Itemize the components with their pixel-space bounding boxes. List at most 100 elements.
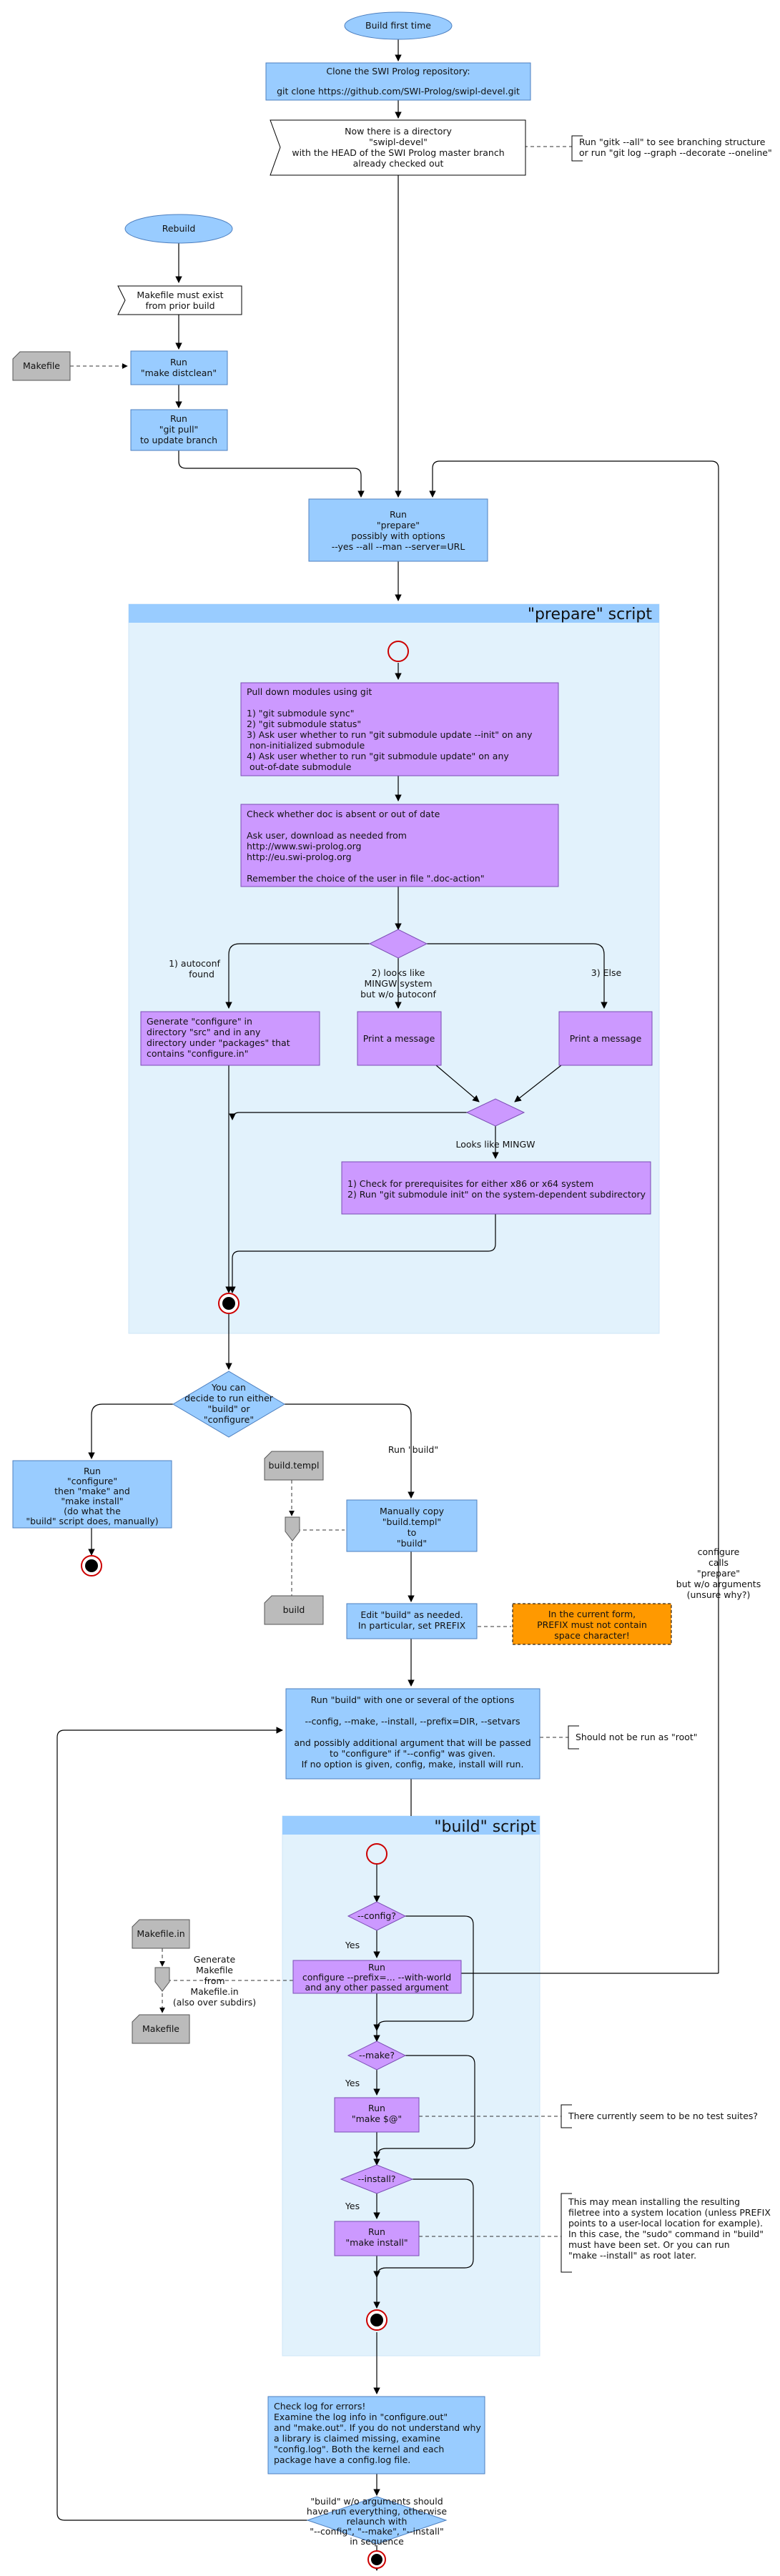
svg-text:Should not be run as "root": Should not be run as "root" — [576, 1732, 698, 1742]
generate-makefile-merge — [154, 1967, 170, 1992]
run-configure-manually-node[interactable]: Run"configure"then "make" and"make insta… — [12, 1460, 172, 1529]
svg-text:Edit "build" as needed.In part: Edit "build" as needed.In particular, se… — [358, 1609, 466, 1631]
svg-text:There currently seem to be no: There currently seem to be no test suite… — [568, 2111, 758, 2121]
test-suites-note: There currently seem to be no test suite… — [561, 2104, 758, 2128]
check-doc-node[interactable]: Check whether doc is absent or out of da… — [240, 804, 559, 887]
build-end-node — [366, 2309, 387, 2331]
dashed-connectors — [70, 146, 572, 2237]
makefile-output-document: Makefile — [132, 2014, 190, 2044]
svg-text:1) Check for prerequisites for: 1) Check for prerequisites for either x8… — [347, 1178, 646, 1200]
edit-build-node[interactable]: Edit "build" as needed.In particular, se… — [346, 1603, 478, 1639]
build-document: build — [264, 1595, 324, 1625]
svg-text:Run"prepare"possibly with opti: Run"prepare"possibly with options--yes -… — [332, 509, 465, 552]
run-make-node[interactable]: Run"make $@" — [334, 2097, 420, 2133]
svg-text:Run"configure"then "make" and": Run"configure"then "make" and"make insta… — [26, 1466, 158, 1526]
mingw-steps-node[interactable]: 1) Check for prerequisites for either x8… — [341, 1161, 651, 1215]
config-yes-label: Yes — [345, 1940, 360, 1950]
svg-text:Makefile: Makefile — [23, 360, 60, 371]
build-initial-node — [366, 1843, 387, 1865]
svg-text:This may mean installing the r: This may mean installing the resultingfi… — [568, 2196, 771, 2261]
configure-end-node — [81, 1555, 102, 1576]
check-log-node[interactable]: Check log for errors!Examine the log inf… — [267, 2396, 485, 2474]
manual-copy-node[interactable]: Manually copy"build.templ"to"build" — [346, 1499, 478, 1552]
branch-else-label: 3) Else — [591, 967, 622, 978]
branch-decision-diamond[interactable] — [368, 929, 428, 959]
root-note: Should not be run as "root" — [568, 1725, 698, 1750]
build-script-title: "build" script — [434, 1818, 536, 1836]
svg-text:build: build — [283, 1604, 305, 1615]
directory-checked-out-node[interactable]: Now there is a directory"swipl-devel"wit… — [270, 119, 526, 176]
svg-text:Print a message: Print a message — [363, 1033, 435, 1044]
gitk-note: Run "gitk --all" to see branching struct… — [571, 135, 772, 162]
svg-text:Run"git pull"to update branch: Run"git pull"to update branch — [140, 413, 217, 445]
svg-text:Rebuild: Rebuild — [162, 223, 196, 234]
build-templ-document: build.templ — [264, 1451, 324, 1481]
svg-text:Check whether doc is absent or: Check whether doc is absent or out of da… — [247, 809, 485, 884]
make-yes-label: Yes — [345, 2078, 360, 2088]
build-swimlane: "build" script — [282, 1815, 540, 2357]
git-pull-node[interactable]: Run"git pull"to update branch — [130, 409, 228, 451]
run-make-install-node[interactable]: Run"make install" — [334, 2221, 420, 2256]
prepare-script-title: "prepare" script — [528, 606, 653, 623]
make-decision[interactable]: --make? — [347, 2040, 407, 2071]
print-message-else-node[interactable]: Print a message — [558, 1011, 653, 1066]
run-build-options-node[interactable]: Run "build" with one or several of the o… — [285, 1688, 540, 1780]
prefix-warning-note: In the current form,PREFIX must not cont… — [512, 1603, 672, 1645]
svg-text:Print a message: Print a message — [570, 1033, 642, 1044]
svg-text:Run "gitk --all" to see branch: Run "gitk --all" to see branching struct… — [579, 137, 766, 147]
svg-text:--config?: --config? — [357, 1910, 396, 1921]
svg-text:Run"make install": Run"make install" — [345, 2226, 408, 2248]
final-end-node — [367, 2550, 386, 2569]
build-first-time-start[interactable]: Build first time — [344, 11, 453, 40]
svg-text:Manually copy"build.templ"to"b: Manually copy"build.templ"to"build" — [380, 1506, 445, 1549]
clone-text: Clone the SWI Prolog repository:git clon… — [277, 66, 520, 97]
clone-repository-node[interactable]: Clone the SWI Prolog repository:git clon… — [265, 62, 531, 101]
run-prepare-node[interactable]: Run"prepare"possibly with options--yes -… — [308, 498, 488, 562]
install-yes-label: Yes — [345, 2201, 360, 2211]
svg-text:Run"make distclean": Run"make distclean" — [141, 357, 217, 378]
svg-text:Makefile.in: Makefile.in — [137, 1928, 184, 1939]
makefile-in-document: Makefile.in — [132, 1919, 190, 1949]
prepare-initial-node — [387, 641, 409, 662]
makefile-document: Makefile — [12, 351, 71, 381]
prepare-end-node — [218, 1293, 240, 1314]
config-decision[interactable]: --config? — [347, 1901, 407, 1931]
svg-text:Now there is a directory"swipl: Now there is a directory"swipl-devel"wit… — [292, 126, 504, 169]
svg-text:build.templ: build.templ — [269, 1460, 320, 1471]
svg-text:--install?: --install? — [357, 2173, 395, 2184]
copy-merge-shape — [285, 1516, 300, 1541]
svg-text:In the current form,PREFIX mus: In the current form,PREFIX must not cont… — [537, 1609, 647, 1641]
run-build-label: Run "build" — [388, 1444, 438, 1455]
svg-text:Run"make $@": Run"make $@" — [352, 2103, 402, 2124]
rebuild-start[interactable]: Rebuild — [124, 214, 233, 244]
install-decision[interactable]: --install? — [340, 2164, 414, 2194]
make-distclean-node[interactable]: Run"make distclean" — [130, 350, 228, 385]
svg-text:Makefile: Makefile — [142, 2023, 179, 2034]
svg-text:--make?: --make? — [359, 2050, 395, 2061]
print-message-mingw-node[interactable]: Print a message — [357, 1011, 442, 1066]
svg-text:or run "git log --graph --deco: or run "git log --graph --decorate --one… — [579, 147, 772, 158]
svg-text:Check log for errors!Examine t: Check log for errors!Examine the log inf… — [274, 2401, 481, 2465]
looks-like-mingw-label: Looks like MINGW — [455, 1139, 535, 1150]
mingw-decision-diamond[interactable] — [465, 1098, 525, 1127]
connectors — [56, 39, 719, 2571]
svg-text:Build first time: Build first time — [365, 20, 431, 31]
